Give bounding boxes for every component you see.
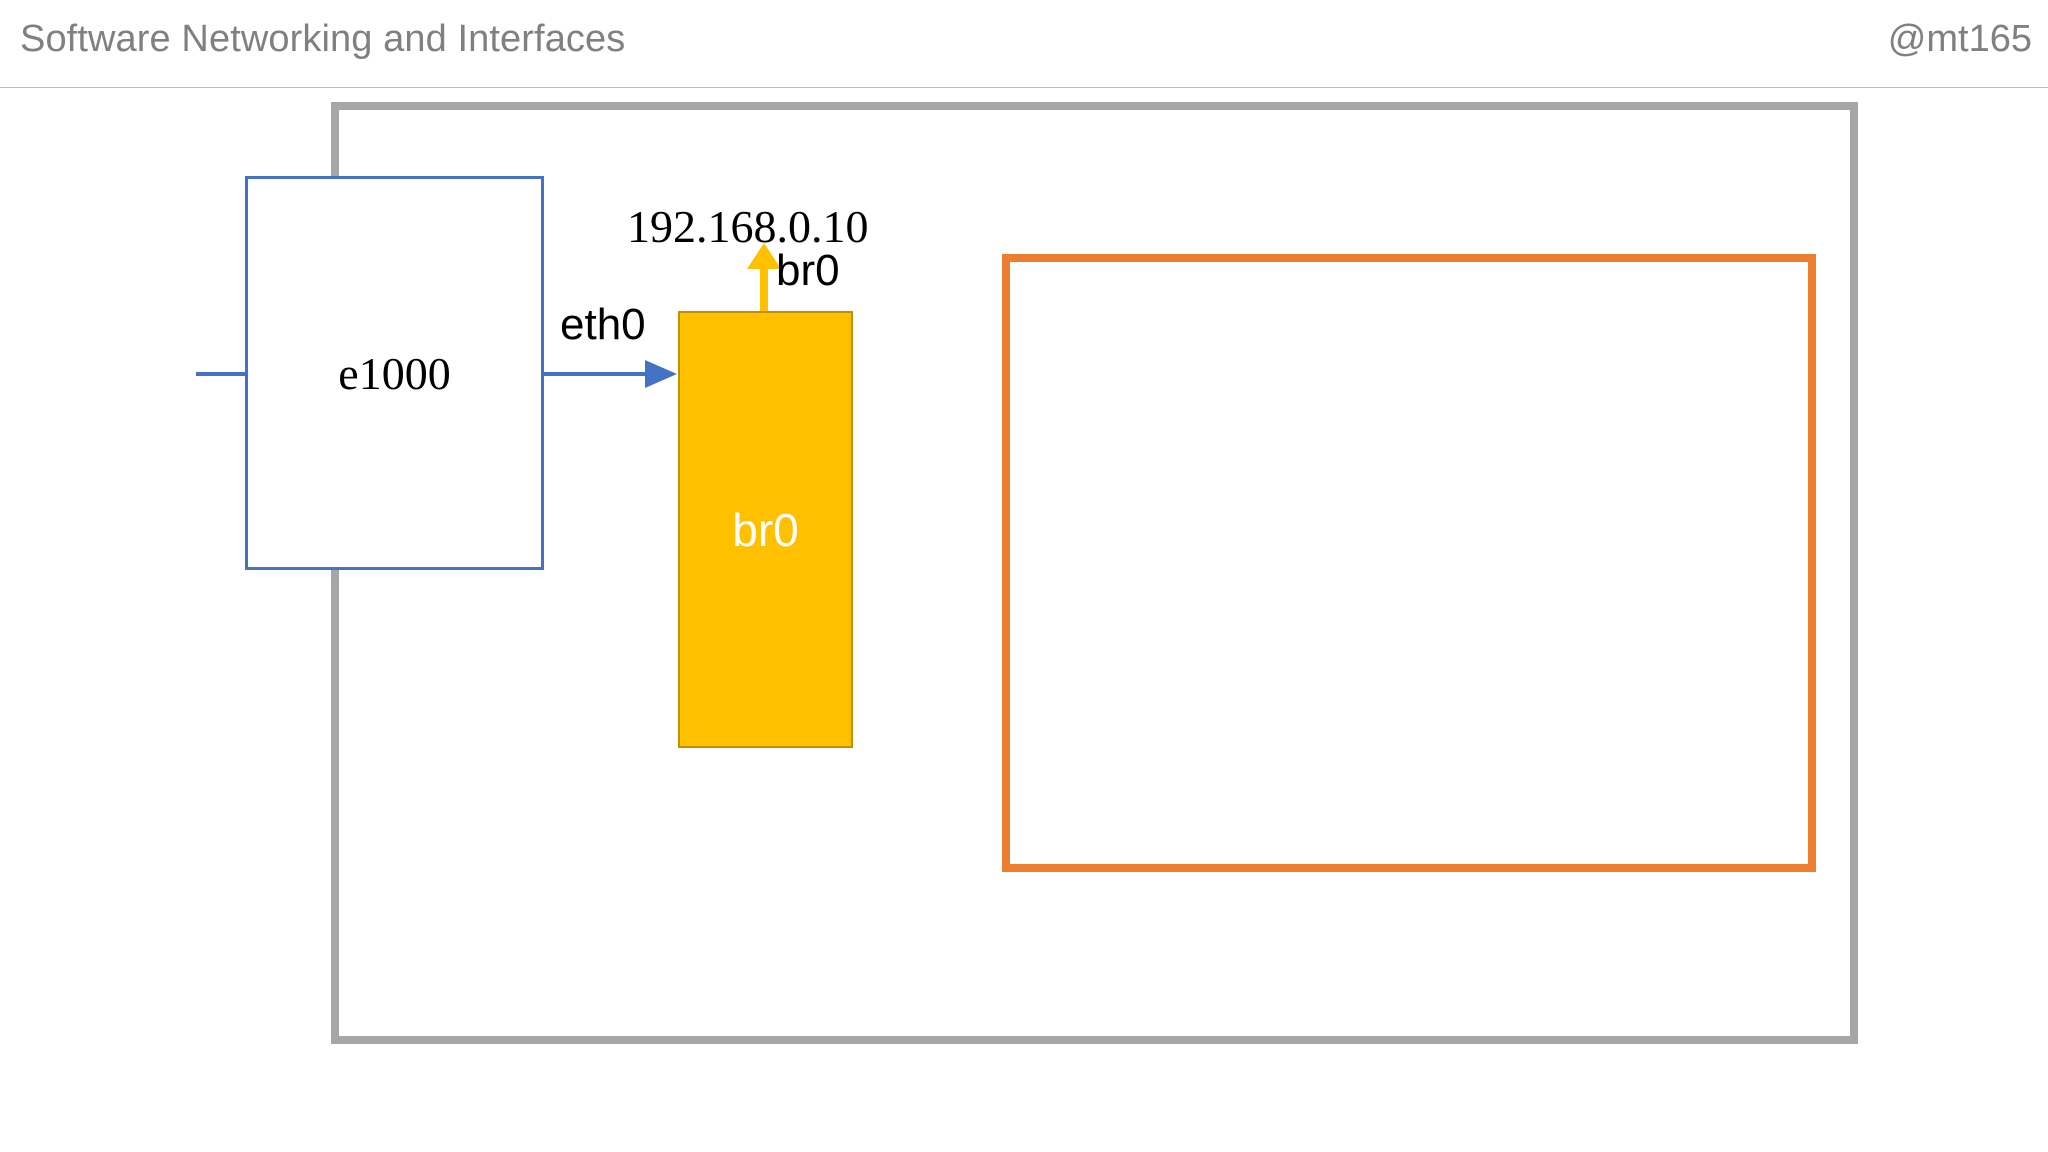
nic-e1000-box: e1000 [245,176,544,570]
eth0-link-label: eth0 [560,300,646,349]
slide-header: Software Networking and Interfaces @mt16… [0,0,2048,89]
nic-e1000-label: e1000 [338,347,451,399]
bridge-br0-box: br0 [678,311,853,748]
guest-container-boundary [1002,254,1816,872]
eth0-link-line [543,372,648,376]
br0-uplink-label: br0 [776,246,840,295]
diagram-canvas: e1000 eth0 192.168.0.10 br0 br0 [0,88,2048,1152]
br0-uplink-arrow-shaft [760,263,768,313]
author-handle: @mt165 [1887,18,2032,60]
bridge-br0-label: br0 [732,503,799,556]
external-network-wire [196,372,248,376]
br0-uplink-arrow-icon [747,243,781,269]
host-machine-boundary [331,102,1858,1044]
eth0-arrow-icon [645,360,677,388]
page-title: Software Networking and Interfaces [20,18,626,60]
